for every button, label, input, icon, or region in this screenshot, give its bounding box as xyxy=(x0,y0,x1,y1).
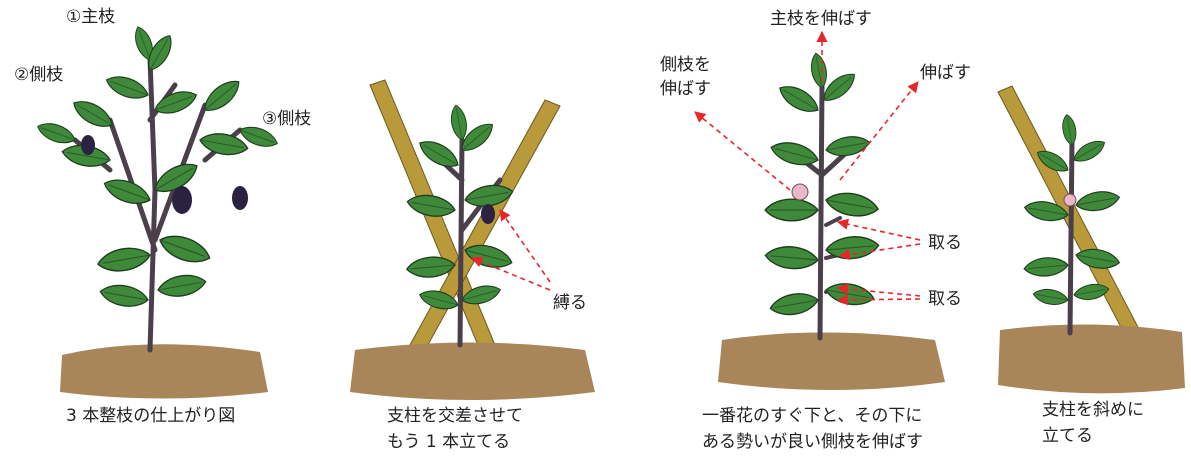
label-extend-side-1: 側枝を xyxy=(660,55,711,75)
label-tie: 縛る xyxy=(553,293,587,313)
caption-panel-1: 3 本整枝の仕上がり図 xyxy=(66,406,236,426)
eggplant-fruit xyxy=(172,186,192,214)
plant-1-illustration xyxy=(34,23,281,399)
arrow-remove-1a xyxy=(836,218,921,241)
label-remove-2: 取る xyxy=(928,289,962,309)
caption-panel-4-line-2: 立てる xyxy=(1042,426,1093,446)
caption-panel-4-line-1: 支柱を斜めに xyxy=(1042,400,1144,420)
arrow-remove-2a xyxy=(836,283,921,297)
arrow-extend-right xyxy=(839,81,919,181)
label-side-branch-2: ②側枝 xyxy=(14,65,64,85)
soil-mound-1 xyxy=(60,344,268,399)
soil-mound-4 xyxy=(998,324,1185,394)
caption-panel-3-line-2: ある勢いが良い側枝を伸ばす xyxy=(702,432,923,452)
eggplant-fruit xyxy=(81,135,95,155)
soil-mound-2 xyxy=(350,342,595,400)
label-extend-main: 主枝を伸ばす xyxy=(770,9,872,29)
arrow-remove-1b xyxy=(838,243,921,261)
label-remove-1: 取る xyxy=(928,233,962,253)
caption-panel-3-line-1: 一番花のすぐ下と、その下に xyxy=(702,406,923,426)
tie-arrow-1 xyxy=(499,209,551,283)
plant-2-illustration xyxy=(350,79,595,400)
eggplant-fruit xyxy=(232,186,248,210)
soil-mound-3 xyxy=(718,332,945,390)
label-main-branch: ①主枝 xyxy=(66,7,116,27)
arrow-extend-left xyxy=(694,111,791,191)
label-extend-side-2: 伸ばす xyxy=(660,79,711,99)
label-side-branch-3: ③側枝 xyxy=(262,109,312,129)
caption-panel-2-line-2: もう 1 本立てる xyxy=(387,432,511,452)
label-extend-right: 伸ばす xyxy=(920,63,971,83)
plant-4-illustration xyxy=(997,85,1185,394)
plant-3-illustration xyxy=(694,30,945,390)
first-flower xyxy=(791,183,809,201)
arrow-remove-2b xyxy=(836,294,921,306)
caption-panel-2-line-1: 支柱を交差させて xyxy=(387,406,523,426)
